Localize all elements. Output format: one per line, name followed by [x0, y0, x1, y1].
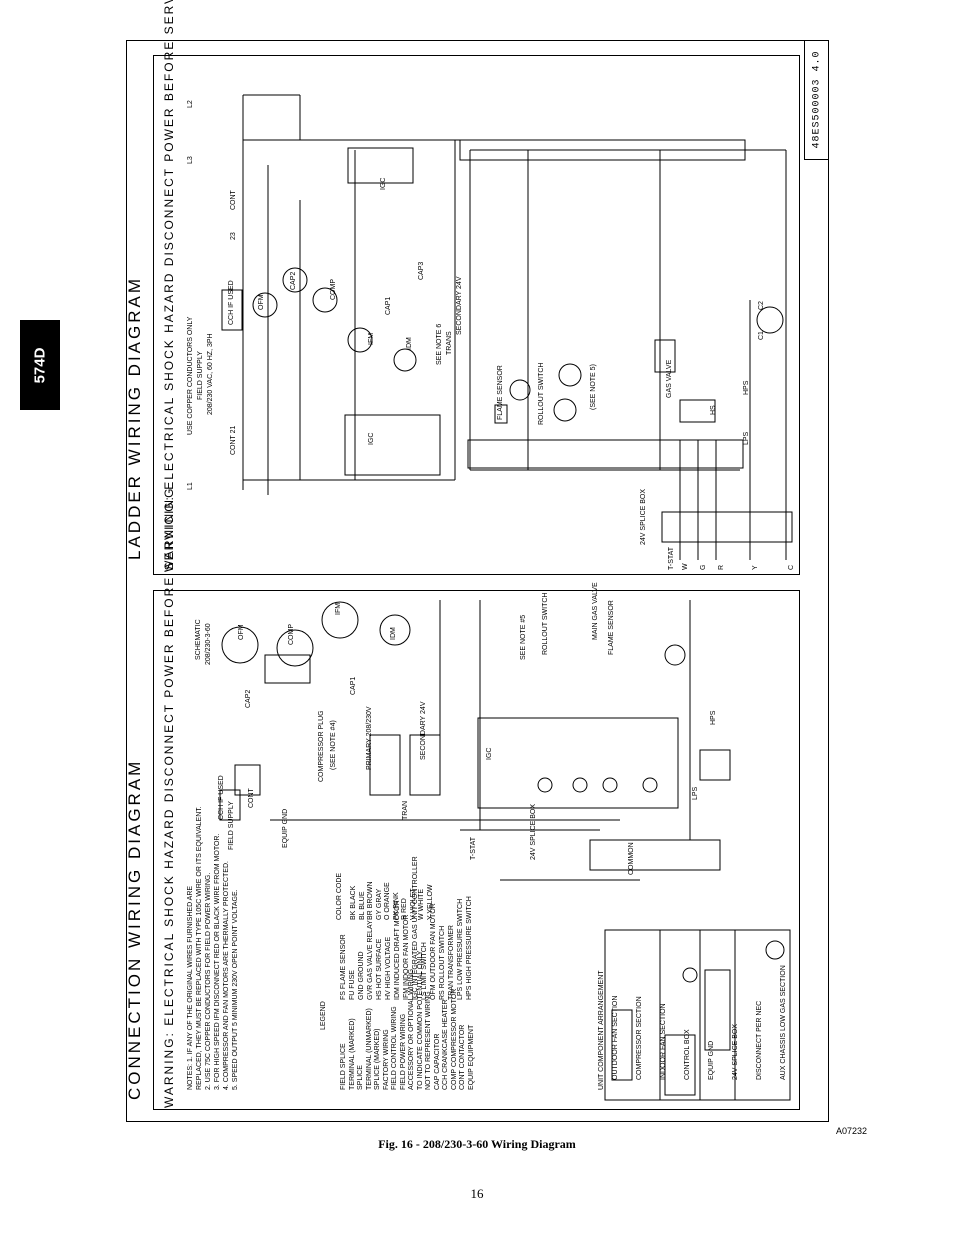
ifm-motor-symbol: [347, 327, 373, 353]
arrangement-control-box: [704, 969, 731, 1051]
comp-motor-symbol: [312, 287, 338, 313]
ladder-splice-box: [661, 511, 793, 543]
idm-motor-symbol: [393, 348, 417, 372]
cch-heater-symbol: [221, 289, 243, 331]
conn-contactor: [234, 764, 261, 796]
arrangement-rs: [765, 940, 785, 960]
cont-coil-symbol: [756, 306, 784, 334]
flame-sensor-symbol: [494, 404, 508, 424]
conn-cch-symbol: [219, 789, 241, 821]
conn-terminal-block: [264, 654, 311, 684]
conn-hs-box: [699, 749, 731, 781]
document-id-box: 48ES500003 4.0: [804, 40, 829, 160]
diagram-frame: [126, 40, 829, 1122]
ofm-motor-symbol: [252, 292, 278, 318]
conn-hs-symbol: [537, 777, 553, 793]
conn-rs-symbol: [572, 777, 588, 793]
conn-igc-board: [477, 717, 679, 809]
igc-box-upper: [347, 147, 414, 184]
ls2-switch-symbol: [553, 398, 577, 422]
connection-panel: [153, 590, 800, 1110]
arrangement-idm: [682, 967, 698, 983]
page-number: 16: [470, 1186, 484, 1201]
igc-terminal-strip: [459, 139, 746, 161]
hs-box: [679, 399, 716, 423]
conn-ls-symbol: [642, 777, 658, 793]
conn-ifm-symbol: [321, 601, 359, 639]
figure-code: A07232: [836, 1126, 868, 1136]
rollout-switch-symbol: [509, 379, 531, 401]
conn-comp-symbol: [276, 629, 314, 667]
arrangement-box: [604, 929, 791, 1101]
ls-switch-symbol: [558, 363, 582, 387]
conn-cont-coil-symbol: [664, 644, 686, 666]
conn-ofm-symbol: [221, 626, 259, 664]
conn-fs-symbol: [602, 777, 618, 793]
arrangement-comp: [611, 1009, 633, 1081]
igc-box-lower: [344, 414, 441, 476]
conn-transformer-secondary: [409, 734, 441, 796]
figure-caption: Fig. 16 - 208/230-3-60 Wiring Diagram: [378, 1137, 576, 1151]
cap2-symbol: [282, 267, 308, 293]
conn-transformer-primary: [369, 734, 401, 796]
conn-idm-symbol: [379, 614, 411, 646]
conn-splice-box: [589, 839, 721, 871]
ladder-panel: [153, 55, 800, 575]
arrangement-ifm: [664, 1034, 696, 1096]
section-tab: 574D: [20, 320, 60, 410]
igc-terminal-row: [467, 439, 744, 469]
gas-valve-symbol: [654, 339, 676, 373]
